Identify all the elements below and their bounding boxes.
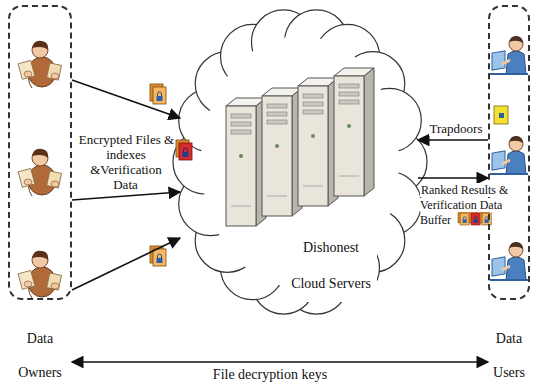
owner-figure <box>18 149 61 196</box>
dashed-outline <box>488 5 530 300</box>
arrow-connector <box>418 139 488 141</box>
edge-label: File decryption keys <box>212 367 328 382</box>
arrow-connector <box>72 192 180 200</box>
arrow-connector <box>72 238 180 290</box>
arrow-connector <box>72 80 180 118</box>
owners-group: Data Owners <box>8 5 72 390</box>
server-icon <box>334 68 374 196</box>
trapdoor-icon <box>494 106 508 124</box>
edge-label: Ranked Results & Verification Data Buffe… <box>420 183 508 227</box>
server-icon <box>226 98 266 226</box>
owner-figure <box>18 41 61 88</box>
server-icon <box>298 78 338 206</box>
node-label: Data Owners <box>8 322 72 390</box>
result-icon <box>469 211 480 225</box>
drawing-part <box>494 106 508 124</box>
arrow-connector <box>72 361 488 363</box>
edge-label-box: Encrypted Files & indexes &Verification … <box>76 132 176 192</box>
edge-label-box: Ranked Results & Verification Data Buffe… <box>420 183 514 228</box>
node-label: Dishonest Cloud Servers <box>285 230 377 302</box>
arrow-connector <box>418 177 488 179</box>
server-icon <box>262 88 302 216</box>
dashed-outline <box>8 5 72 300</box>
cloud-node: Dishonest Cloud Servers <box>180 40 418 302</box>
edge-label-box: Trapdoors <box>425 121 487 136</box>
file-icon <box>150 84 166 104</box>
result-icon <box>458 211 469 225</box>
node-label: Data Users <box>488 322 530 390</box>
user-figure <box>490 242 528 280</box>
user-figure <box>490 136 528 174</box>
edge-label: Trapdoors <box>429 121 484 136</box>
cloud-outline <box>173 10 427 314</box>
user-figure <box>490 36 528 74</box>
owner-figure <box>18 251 61 298</box>
edge-label: Encrypted Files & indexes &Verification … <box>78 132 174 192</box>
drawing-part <box>499 113 504 118</box>
file-icon <box>176 140 192 160</box>
edge-label-box: File decryption keys <box>200 366 340 384</box>
